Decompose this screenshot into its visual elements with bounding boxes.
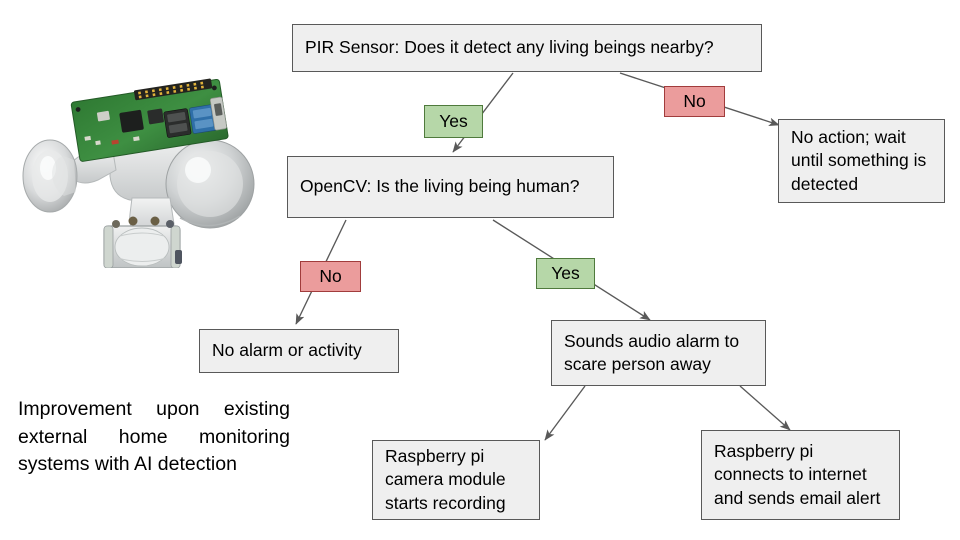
node-sounds-audio-alarm[interactable]: Sounds audio alarm to scare person away (551, 320, 766, 386)
edge-alarm-to-camera (544, 385, 586, 441)
edge-label-pir-no[interactable]: No (664, 86, 725, 117)
node-no-action-wait[interactable]: No action; wait until something is detec… (778, 119, 945, 203)
node-pir-sensor-decision[interactable]: PIR Sensor: Does it detect any living be… (292, 24, 762, 72)
edge-label-opencv-no[interactable]: No (300, 261, 361, 292)
edge-pir-to-opencv (452, 72, 514, 153)
node-email-alert[interactable]: Raspberry pi connects to internet and se… (701, 430, 900, 520)
edge-label-pir-yes[interactable]: Yes (424, 105, 483, 138)
node-opencv-decision[interactable]: OpenCV: Is the living being human? (287, 156, 614, 218)
hardware-photo (12, 68, 264, 268)
edge-label-opencv-yes[interactable]: Yes (536, 258, 595, 289)
edge-alarm-to-email (739, 385, 791, 431)
node-no-alarm-or-activity[interactable]: No alarm or activity (199, 329, 399, 373)
caption-text: Improvement upon existing external home … (18, 398, 290, 476)
node-camera-module-records[interactable]: Raspberry pi camera module starts record… (372, 440, 540, 520)
